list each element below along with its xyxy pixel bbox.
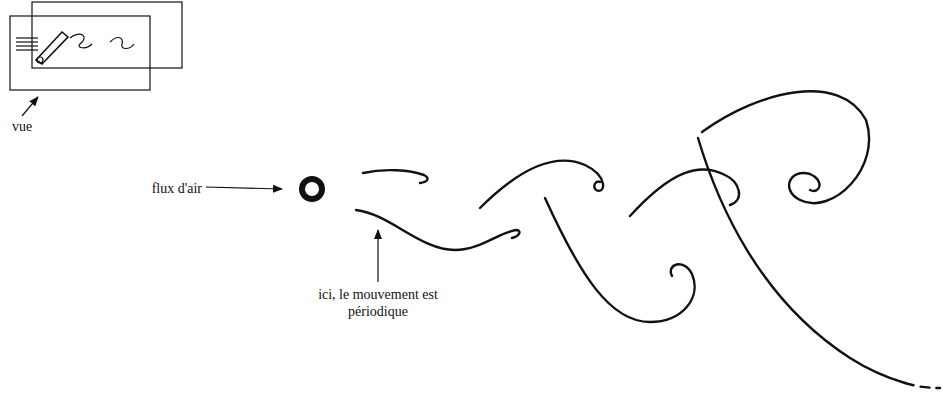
leader-note: ici, le mouvement est périodique <box>300 286 456 320</box>
view-arrow <box>22 97 38 116</box>
cylinder <box>302 179 322 199</box>
leader-arrow <box>377 230 378 282</box>
view-inset <box>10 2 182 90</box>
vortex-street <box>356 91 940 388</box>
flow-label: flux d'air <box>120 180 202 197</box>
view-label: vue <box>12 118 52 135</box>
flow-arrow <box>206 187 282 189</box>
